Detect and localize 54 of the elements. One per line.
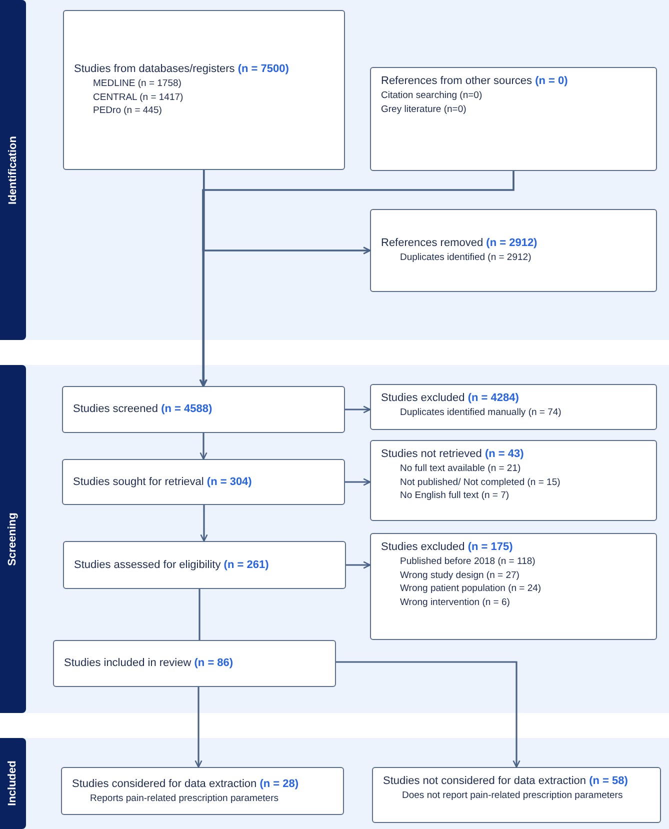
process-box (370, 209, 657, 292)
box-heading: References from other sources (n = 0) (381, 74, 569, 89)
box-heading: Studies sought for retrieval (n = 304) (73, 474, 253, 490)
process-box (61, 767, 344, 815)
section-label: Identification (6, 136, 20, 204)
process-box (370, 533, 657, 640)
arrow (202, 171, 514, 254)
box-heading: Studies screened (n = 4588) (73, 402, 214, 417)
box-item: Citation searching (n=0) (381, 89, 484, 102)
box-heading: Studies included in review (n = 86) (64, 656, 234, 671)
process-box (62, 386, 345, 433)
box-item: Not published/ Not completed (n = 15) (399, 476, 562, 489)
arrow (200, 433, 208, 460)
box-heading: Studies not considered for data extraction (n = 58) (383, 774, 629, 789)
section-band (0, 0, 669, 340)
box-heading: Studies considered for data extraction (n = 28) (72, 776, 300, 792)
process-box (63, 541, 346, 589)
section-band (0, 738, 669, 829)
process-box (372, 767, 661, 823)
box-heading: Studies assessed for eligibility (n = 261) (74, 558, 270, 572)
section-band (0, 365, 669, 713)
box-item: CENTRAL (n = 1417) (92, 90, 184, 104)
box-item: MEDLINE (n = 1758) (92, 77, 182, 91)
process-box (63, 10, 345, 170)
box-item: Does not report pain-related prescription parameters (401, 789, 624, 802)
box-item: Wrong study design (n = 27) (399, 568, 520, 582)
box-item: Published before 2018 (n = 118) (399, 555, 536, 568)
process-box (53, 640, 336, 687)
process-box (370, 384, 657, 430)
process-box (370, 440, 657, 521)
box-heading: Studies not retrieved (n = 43) (381, 447, 525, 462)
box-item: PEDro (n = 445) (92, 104, 163, 118)
arrow (345, 406, 371, 414)
box-item: Wrong patient population (n = 24) (399, 582, 542, 596)
arrow (345, 478, 371, 486)
arrow (200, 505, 208, 542)
box-item: No English full text (n = 7) (399, 489, 510, 502)
section-label: Screening (6, 512, 20, 566)
arrow (336, 661, 520, 768)
box-item: Wrong intervention (n = 6) (399, 596, 511, 609)
box-item: No full text available (n = 21) (399, 462, 522, 476)
arrow (194, 687, 202, 768)
section-label: Included (6, 760, 20, 806)
box-heading: References removed (n = 2912) (381, 236, 538, 252)
box-item: Duplicates identified (n = 2912) (399, 251, 532, 265)
box-item: Duplicates identified manually (n = 74) (399, 406, 562, 420)
box-heading: Studies from databases/registers (n = 7500) (74, 62, 290, 78)
box-item: Grey literature (n=0) (381, 102, 468, 116)
box-heading: Studies excluded (n = 175) (381, 540, 514, 555)
box-heading: Studies excluded (n = 4284) (381, 391, 520, 406)
box-item: Reports pain-related prescription parameters (89, 792, 280, 806)
process-box (370, 67, 657, 171)
arrow (346, 561, 371, 569)
process-box (62, 459, 345, 505)
